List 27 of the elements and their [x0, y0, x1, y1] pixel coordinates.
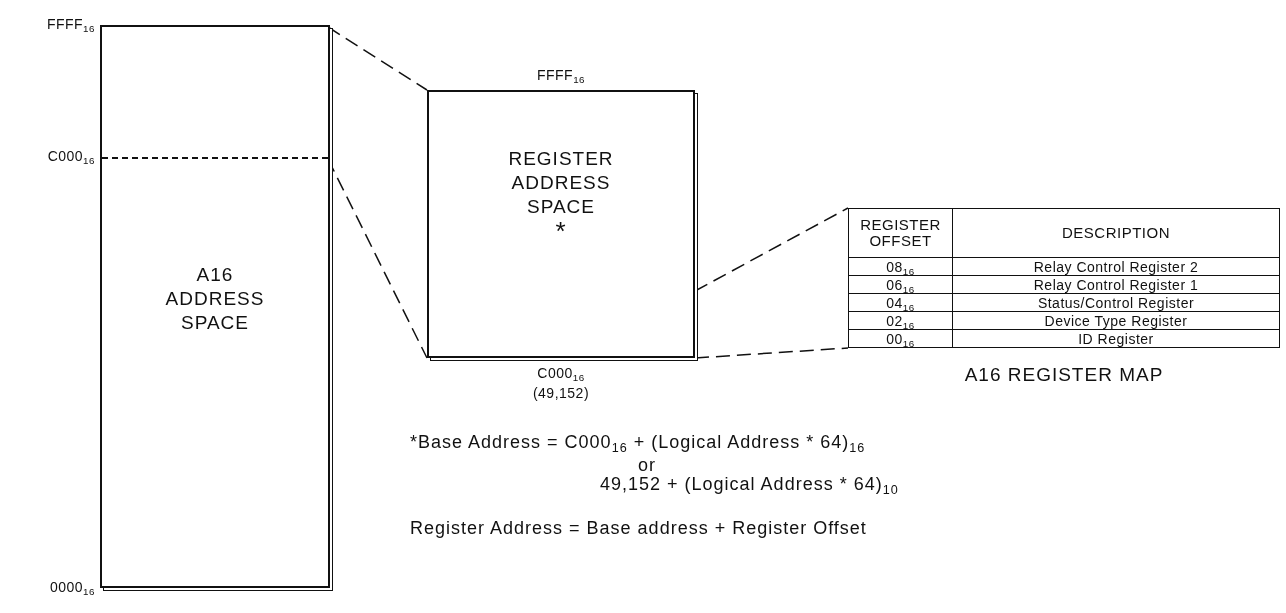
formula-note: or [638, 455, 656, 476]
box-label: REGISTER ADDRESS SPACE [507, 147, 615, 219]
box-label: A16 ADDRESS SPACE [164, 263, 266, 335]
formula-note: *Base Address = C000$_{16}$ + (Logical Address * 64)$_{16}$ [410, 432, 866, 453]
formula-note: 49,152 + (Logical Address * 64)$_{10}$ [600, 474, 899, 495]
register-name: Status/Control Register [952, 293, 1280, 312]
register-name: Relay Control Register 2 [952, 257, 1280, 276]
offset-value: 02$_{16}$ [848, 311, 953, 330]
address-label: C000$_{16}$ (49,152) [531, 364, 591, 403]
address-label: 0000$_{16}$ [49, 578, 95, 597]
column-header: REGISTER OFFSET [848, 208, 953, 258]
formula-note: Register Address = Base address + Register Offset [410, 518, 867, 539]
address-label: C000$_{16}$ [47, 147, 95, 166]
offset-value: 06$_{16}$ [848, 275, 953, 294]
offset-value: 08$_{16}$ [848, 257, 953, 276]
register-name: Relay Control Register 1 [952, 275, 1280, 294]
address-label: FFFF$_{16}$ [535, 66, 587, 85]
address-label: FFFF$_{16}$ [46, 15, 95, 34]
column-header: DESCRIPTION [952, 208, 1280, 258]
address-space-box [100, 25, 330, 588]
register-name: Device Type Register [952, 311, 1280, 330]
register-space-box [427, 90, 695, 358]
table-title: A16 REGISTER MAP [964, 364, 1164, 386]
asterisk-mark: * [554, 219, 568, 243]
offset-value: 04$_{16}$ [848, 293, 953, 312]
offset-value: 00$_{16}$ [848, 329, 953, 348]
register-name: ID Register [952, 329, 1280, 348]
